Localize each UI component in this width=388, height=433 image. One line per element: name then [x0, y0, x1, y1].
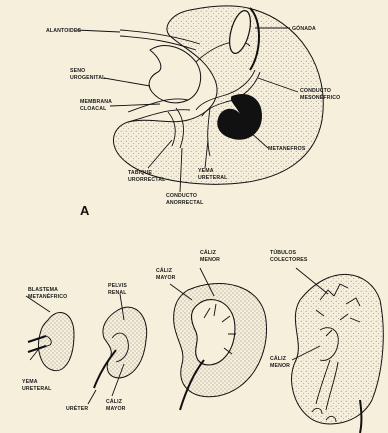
label-ureter: URÉTER	[66, 404, 88, 412]
label-blastema-metanefrico-1: BLASTEMA	[28, 287, 58, 293]
label-conducto-mesonefrico-2: MESONÉFRICO	[300, 93, 340, 101]
panel-a-letter: A	[80, 203, 90, 218]
label-gonada: GÓNADA	[292, 24, 316, 32]
label-blastema-metanefrico-2: METANÉFRICO	[28, 292, 67, 300]
label-conducto-anorrectal-1: CONDUCTO	[166, 193, 197, 199]
label-caliz-menor-1-a: CÁLIZ	[200, 249, 217, 256]
panel-a-drawing	[76, 6, 323, 192]
label-yema-ureteral-b-1: YEMA	[22, 379, 38, 385]
label-membrana-cloacal-2: CLOACAL	[80, 106, 107, 112]
label-membrana-cloacal-1: MEMBRANA	[80, 99, 112, 105]
label-conducto-mesonefrico-1: CONDUCTO	[300, 88, 331, 94]
label-yema-ureteral-a-2: URETERAL	[198, 175, 228, 181]
label-caliz-menor-1-b: MENOR	[200, 257, 220, 263]
label-pelvis-renal-1: PELVIS	[108, 283, 127, 289]
label-seno-urogenital-2: UROGENITAL	[70, 75, 106, 81]
label-caliz-mayor-2-a: CÁLIZ	[156, 267, 173, 274]
label-caliz-menor-2-a: CÁLIZ	[270, 355, 287, 362]
label-pelvis-renal-2: RENAL	[108, 290, 127, 296]
label-caliz-mayor-1-b: MAYOR	[106, 406, 126, 412]
label-tubulos-colectores-1: TÚBULOS	[270, 249, 297, 256]
label-alantoides: ALANTOIDES	[46, 28, 82, 34]
label-tabique-urorrectal-2: URORRECTAL	[128, 177, 166, 183]
label-seno-urogenital-1: SENO	[70, 68, 85, 74]
label-tubulos-colectores-2: COLECTORES	[270, 257, 308, 263]
label-metanefros: METANEFROS	[268, 146, 306, 152]
label-caliz-mayor-1-a: CÁLIZ	[106, 398, 123, 405]
label-conducto-anorrectal-2: ANORRECTAL	[166, 200, 204, 206]
label-yema-ureteral-b-2: URETERAL	[22, 386, 52, 392]
label-yema-ureteral-a-1: YEMA	[198, 168, 214, 174]
label-tabique-urorrectal-1: TABIQUE	[128, 170, 152, 176]
label-caliz-menor-2-b: MENOR	[270, 363, 290, 369]
label-caliz-mayor-2-b: MAYOR	[156, 275, 176, 281]
